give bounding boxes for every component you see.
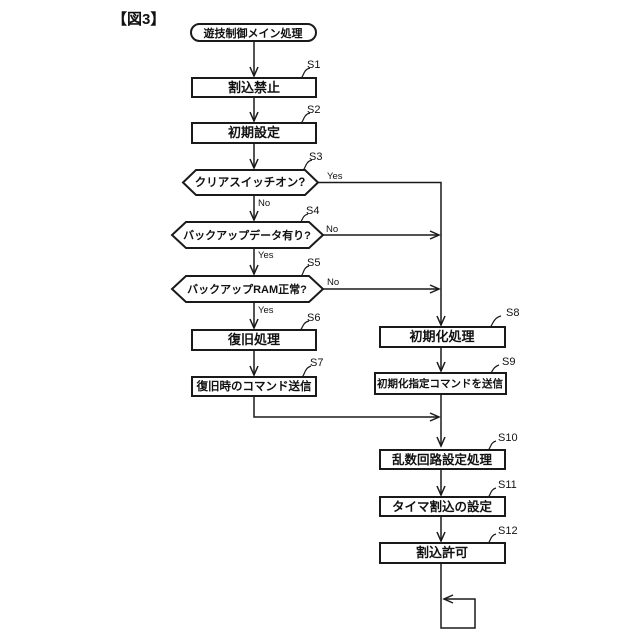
s7-id: S7 [310, 357, 323, 369]
s8-label: 初期化処理 [409, 329, 474, 344]
s9-label: 初期化指定コマンドを送信 [377, 377, 503, 390]
s6-id: S6 [307, 312, 320, 324]
s4-no-label: No [326, 224, 338, 235]
node-s6: 復旧処理 [191, 329, 317, 351]
branch-labels: Yes No No Yes No Yes [258, 171, 343, 316]
s11-label: タイマ割込の設定 [392, 499, 493, 514]
s2-label: 初期設定 [228, 125, 280, 140]
s4-decision-shape [170, 221, 325, 249]
s8-id: S8 [506, 307, 519, 319]
s7-label: 復旧時のコマンド送信 [196, 379, 312, 393]
s10-process-shape [379, 449, 506, 470]
arrow-s7-to-spine [253, 396, 441, 422]
s3-no-label: No [258, 198, 270, 209]
s5-id: S5 [307, 257, 320, 269]
s3-decision-shape [181, 169, 320, 196]
s11-process-shape [379, 496, 506, 517]
s5-no-label: No [327, 277, 339, 288]
s5-label: バックアップRAM正常? [187, 282, 307, 296]
s3-label: クリアスイッチオン? [195, 176, 306, 189]
s2-id: S2 [307, 104, 320, 116]
s8-process-shape [379, 326, 506, 348]
s5-yes-label: Yes [258, 305, 274, 316]
s7-process-shape [191, 376, 317, 397]
node-s11: タイマ割込の設定 [379, 496, 506, 517]
s10-label: 乱数回路設定処理 [392, 452, 493, 467]
node-s2: 初期設定 [191, 122, 317, 144]
node-start: 遊技制御メイン処理 [190, 23, 317, 42]
arrow-s3-yes-to-s8 [318, 181, 446, 327]
start-terminal-shape [190, 23, 317, 42]
s9-id: S9 [502, 356, 515, 368]
s10-id: S10 [498, 432, 518, 444]
arrow-main-loop [440, 563, 476, 629]
node-s7: 復旧時のコマンド送信 [191, 376, 317, 397]
node-s9: 初期化指定コマンドを送信 [374, 372, 507, 395]
s2-process-shape [191, 122, 317, 144]
s1-label: 割込禁止 [228, 80, 280, 95]
s4-id: S4 [306, 205, 319, 217]
s4-label: バックアップデータ有り? [183, 228, 311, 242]
s12-id: S12 [498, 525, 518, 537]
s12-process-shape [379, 542, 506, 564]
connectors [249, 41, 476, 629]
node-s4: バックアップデータ有り? [170, 221, 325, 249]
node-s3: クリアスイッチオン? [181, 169, 320, 196]
s3-id: S3 [309, 151, 322, 163]
s12-label: 割込許可 [416, 545, 468, 560]
start-label: 遊技制御メイン処理 [204, 26, 303, 40]
node-s1: 割込禁止 [191, 77, 317, 98]
s6-label: 復旧処理 [227, 332, 280, 347]
s4-yes-label: Yes [258, 250, 274, 261]
s3-yes-label: Yes [327, 171, 343, 182]
node-s8: 初期化処理 [379, 326, 506, 348]
figure-label: 【図3】 [112, 10, 165, 28]
node-s10: 乱数回路設定処理 [379, 449, 506, 470]
s9-process-shape [374, 372, 507, 395]
s1-process-shape [191, 77, 317, 98]
step-id-labels: S1 S2 S3 S4 S5 S6 S7 S8 S9 S10 S11 S12 [295, 59, 519, 545]
s1-id: S1 [307, 59, 320, 71]
s5-decision-shape [170, 275, 325, 303]
s6-process-shape [191, 329, 317, 351]
node-s5: バックアップRAM正常? [170, 275, 325, 303]
node-s12: 割込許可 [379, 542, 506, 564]
s8-leader [485, 315, 502, 329]
s11-id: S11 [498, 479, 517, 491]
